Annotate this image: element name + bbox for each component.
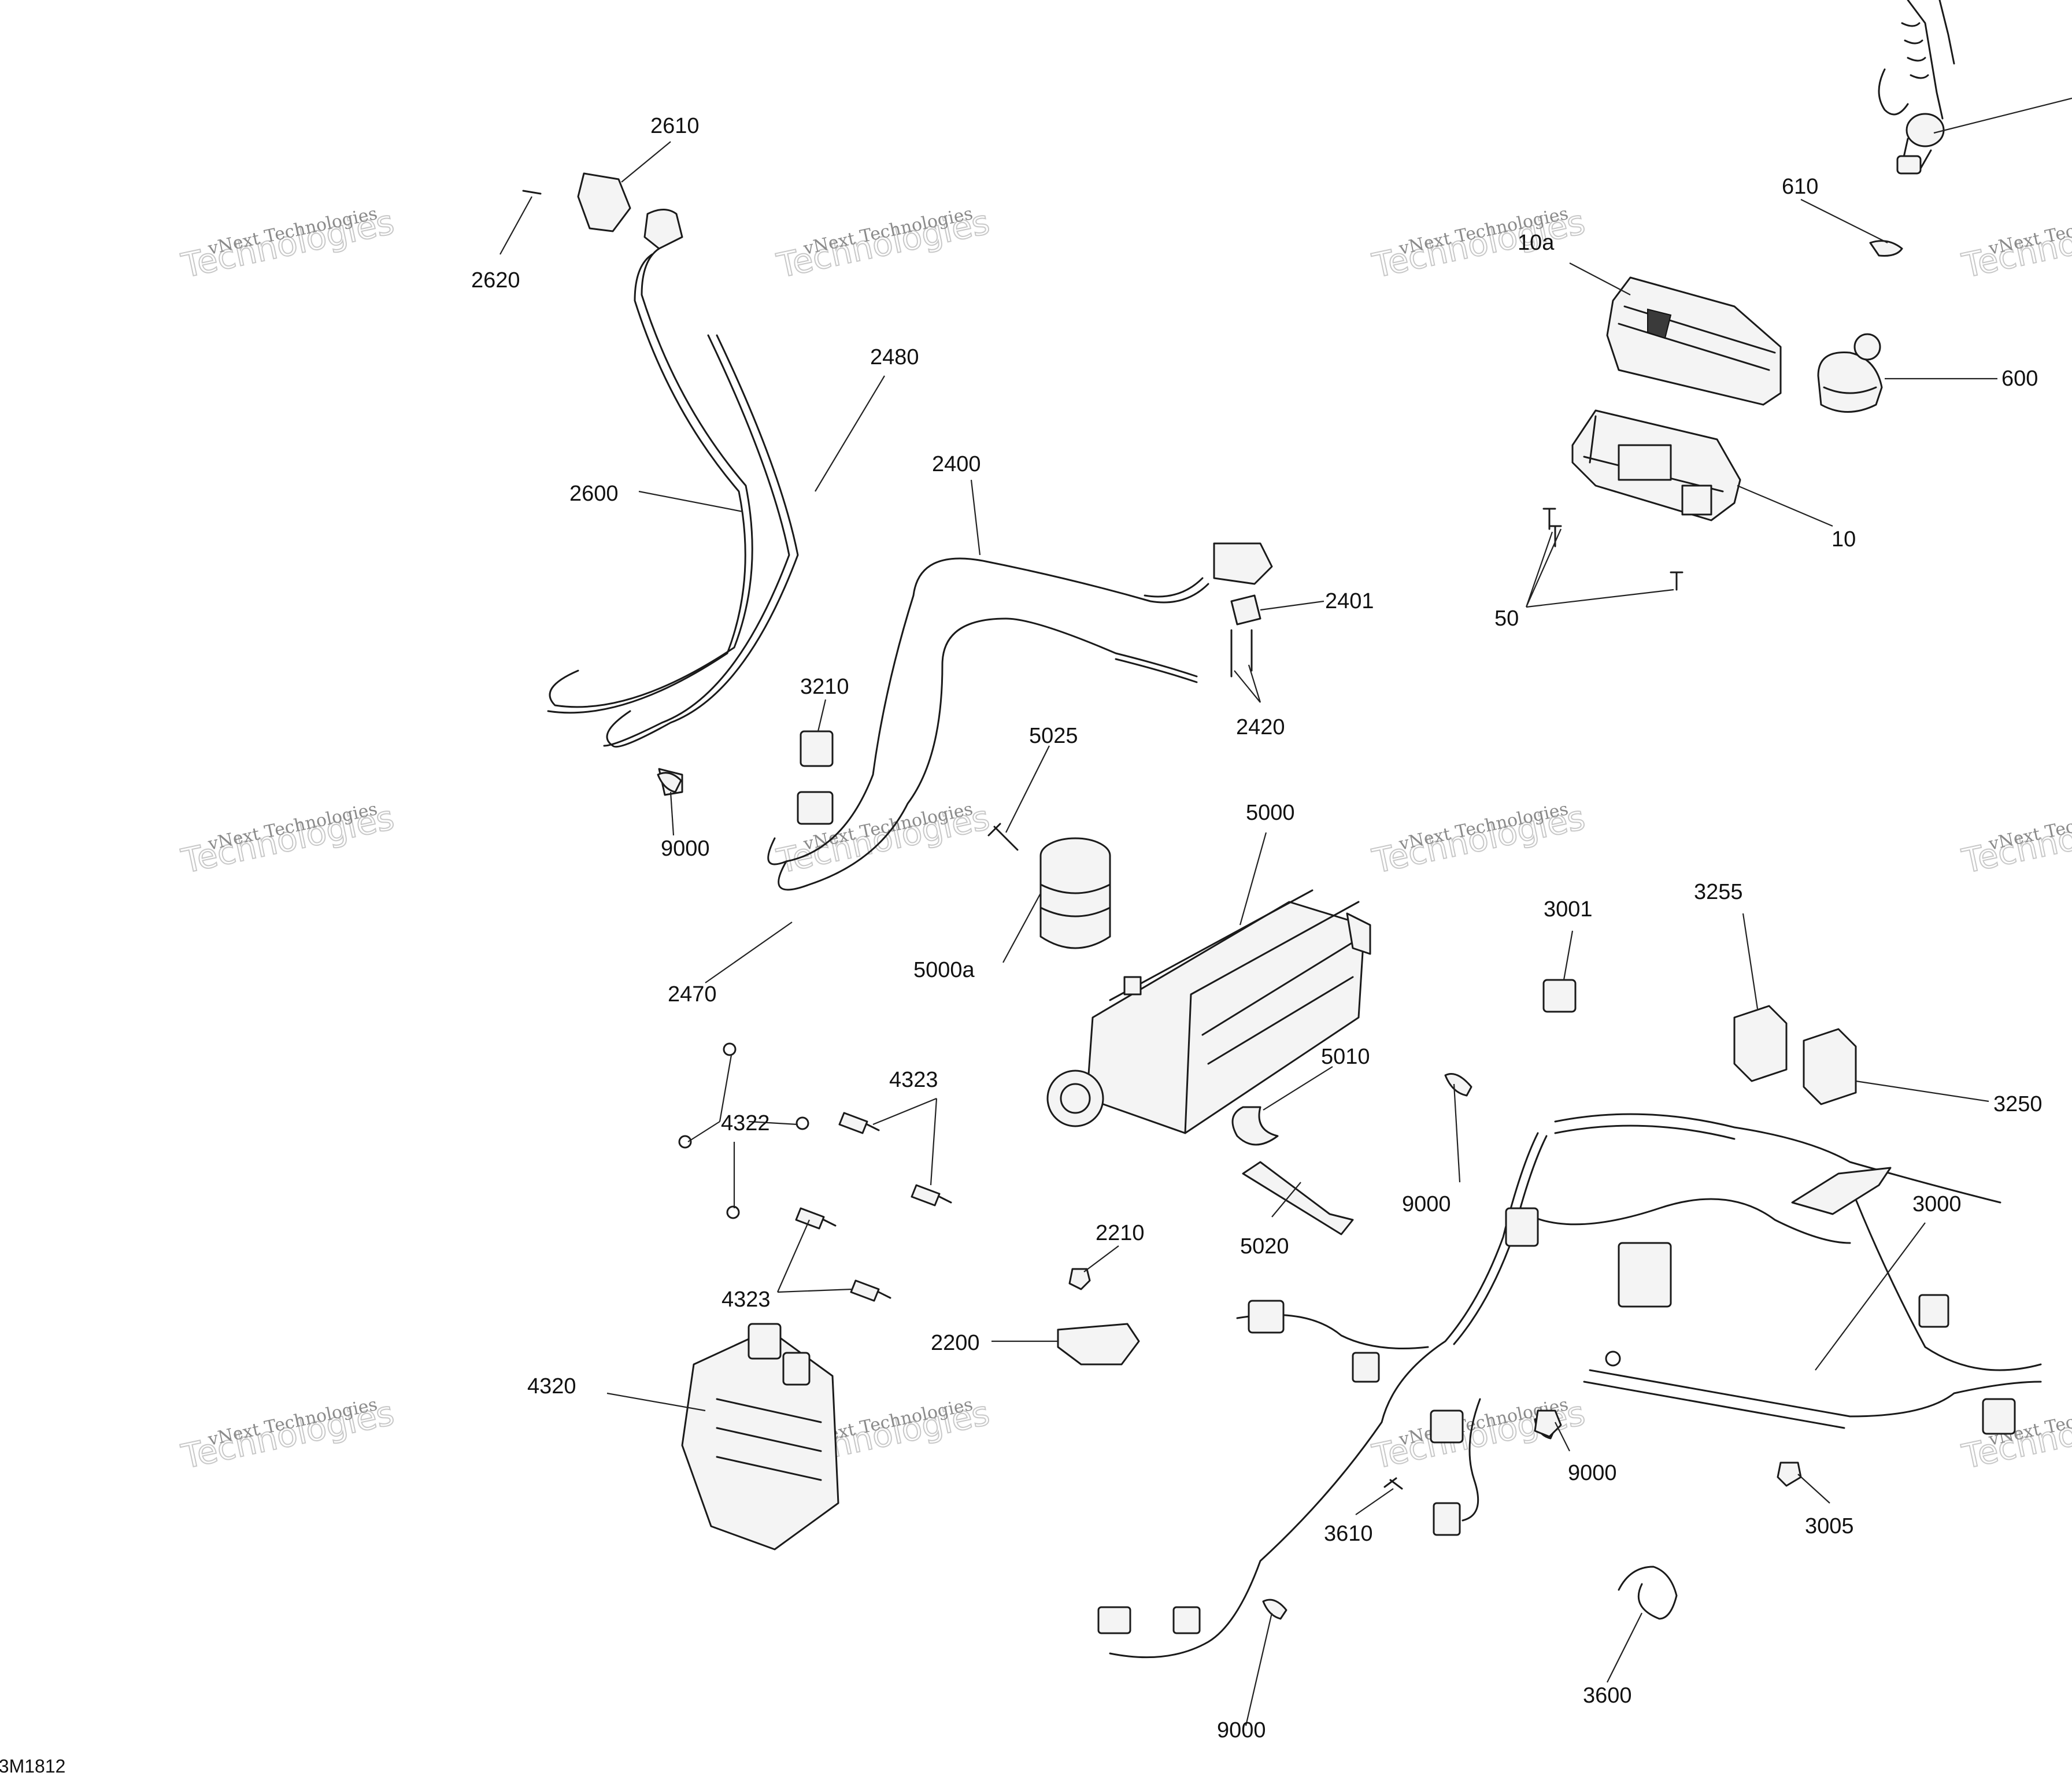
part-regulator — [681, 1323, 839, 1551]
part-bolt — [987, 823, 1019, 851]
callout-3255: 3255 — [1694, 880, 1743, 904]
part-filter — [1039, 837, 1111, 949]
part-tie — [657, 772, 682, 793]
part-coiled-lanyard — [1878, 0, 1955, 175]
callout-9000: 9000 — [1568, 1461, 1617, 1485]
part-tie — [1262, 1599, 1287, 1620]
callout-10: 10 — [1832, 527, 1856, 552]
watermark: Technologies vNext Technologies — [177, 202, 398, 286]
parts — [522, 0, 2042, 1659]
callout-2400: 2400 — [932, 452, 981, 476]
part-connectors-3210 — [797, 730, 834, 825]
callout-5020: 5020 — [1240, 1234, 1289, 1259]
callout-5000: 5000 — [1246, 801, 1295, 825]
part-relay — [1542, 979, 1577, 1013]
callout-600: 600 — [2001, 367, 2038, 391]
callout-5025: 5025 — [1029, 724, 1078, 748]
watermark: Technologies vNext Technologies — [773, 202, 994, 286]
part-nut — [1777, 1462, 1802, 1487]
callout-9000: 9000 — [1402, 1192, 1451, 1216]
part-clip — [1869, 240, 1903, 257]
part-sensor-assembly — [522, 172, 799, 796]
callout-3610: 3610 — [1324, 1522, 1373, 1546]
callout-5000a: 5000a — [913, 958, 975, 982]
watermark: Technologies vNext Technologies — [177, 1393, 398, 1477]
part-cable-harness-2400 — [767, 542, 1273, 891]
watermark: Technologies vNext Technologies — [1958, 797, 2072, 882]
callout-2401: 2401 — [1325, 589, 1374, 613]
callout-3005: 3005 — [1805, 1514, 1854, 1538]
callout-2610: 2610 — [650, 114, 700, 138]
part-ground-cable — [1618, 1566, 1678, 1620]
callout-10a: 10a — [1518, 231, 1555, 255]
callout-9000: 9000 — [1217, 1718, 1266, 1742]
part-switches — [1733, 1005, 1857, 1105]
part-main-harness — [1097, 1113, 2042, 1659]
callout-2210: 2210 — [1096, 1221, 1145, 1245]
part-tie — [1444, 1073, 1472, 1097]
part-nut — [1534, 1409, 1562, 1438]
part-clip-5010 — [1231, 1106, 1279, 1146]
part-module-base — [1571, 409, 1741, 521]
callout-3001: 3001 — [1544, 897, 1593, 922]
leader-lines — [500, 97, 2072, 1726]
callout-2600: 2600 — [569, 482, 619, 506]
callout-5010: 5010 — [1321, 1045, 1370, 1069]
part-bolt-2210 — [1068, 1268, 1091, 1290]
callout-4320: 4320 — [527, 1374, 576, 1398]
part-sensor-2200 — [1057, 1323, 1140, 1366]
callout-2480: 2480 — [870, 345, 919, 369]
callout-2200: 2200 — [931, 1331, 980, 1355]
callout-labels: 2610 2620 2480 2600 2400 2401 2420 3210 … — [471, 114, 2043, 1742]
callout-4323: 4323 — [722, 1287, 771, 1312]
watermarks: Technologies vNext Technologies Technolo… — [177, 202, 2072, 1477]
watermark: Technologies vNext Technologies — [1958, 202, 2072, 286]
callout-3210: 3210 — [800, 675, 849, 699]
callout-4323: 4323 — [889, 1068, 938, 1092]
callout-610: 610 — [1782, 175, 1818, 199]
callout-3600: 3600 — [1583, 1684, 1632, 1708]
callout-2420: 2420 — [1236, 715, 1285, 739]
watermark: Technologies vNext Technologies — [177, 797, 398, 882]
part-screws — [1542, 508, 1684, 591]
callout-3000: 3000 — [1912, 1192, 1962, 1216]
callout-4322: 4322 — [721, 1111, 770, 1135]
watermark: Technologies vNext Technologies — [1368, 202, 1589, 286]
callout-50: 50 — [1494, 606, 1519, 631]
part-ecu-box — [1046, 889, 1371, 1134]
drawing-number: 63M1812 — [0, 1756, 65, 1776]
callout-9000: 9000 — [661, 837, 710, 861]
callout-3250: 3250 — [1993, 1092, 2043, 1116]
part-bracket — [1242, 1161, 1354, 1235]
part-cover — [1606, 276, 1782, 406]
part-screw — [1383, 1477, 1403, 1490]
part-switch — [1817, 333, 1883, 413]
watermark: Technologies vNext Technologies — [1368, 797, 1589, 882]
part-washers-and-spacers — [678, 1042, 952, 1302]
callout-2620: 2620 — [471, 268, 520, 293]
callout-2470: 2470 — [668, 982, 717, 1007]
